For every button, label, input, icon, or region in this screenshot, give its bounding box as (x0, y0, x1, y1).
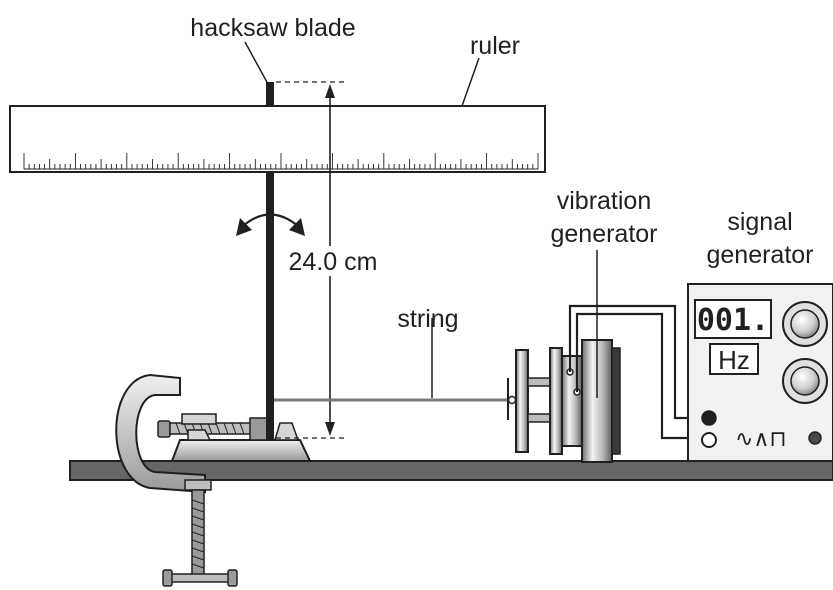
frequency-readout: 001. (697, 303, 769, 338)
knob-icon[interactable] (782, 358, 828, 404)
power-indicator-icon (808, 431, 822, 445)
label-hacksaw-blade: hacksaw blade (190, 14, 355, 42)
measurement-guides (276, 81, 346, 439)
ruler-pointer (461, 57, 480, 107)
label-signal-line1: signal (727, 208, 792, 236)
knob-icon[interactable] (782, 301, 828, 347)
label-ruler: ruler (470, 32, 520, 60)
label-vibration-line1: vibration (557, 187, 652, 215)
blade-holder (170, 413, 312, 462)
output-terminal-icon[interactable] (701, 432, 717, 448)
label-vibration-line2: generator (550, 220, 657, 248)
label-signal-line2: generator (706, 241, 813, 269)
connecting-wires (568, 304, 703, 440)
hacksaw-pointer (244, 41, 269, 85)
unit-label: Hz (718, 345, 750, 375)
output-terminal-icon[interactable] (701, 410, 717, 426)
oscillation-arrow (236, 213, 305, 236)
ruler (9, 105, 546, 173)
frequency-display (694, 299, 772, 339)
unit-box (709, 343, 759, 375)
hacksaw-blade (266, 82, 274, 440)
signal-generator: 001. Hz ∿∧⊓ (687, 283, 833, 462)
vibration-generator (507, 339, 621, 463)
g-clamp (115, 373, 256, 587)
bench (69, 460, 833, 481)
label-length: 24.0 cm (289, 248, 378, 276)
waveform-selector-label: ∿∧⊓ (735, 427, 787, 452)
label-string: string (397, 305, 458, 333)
